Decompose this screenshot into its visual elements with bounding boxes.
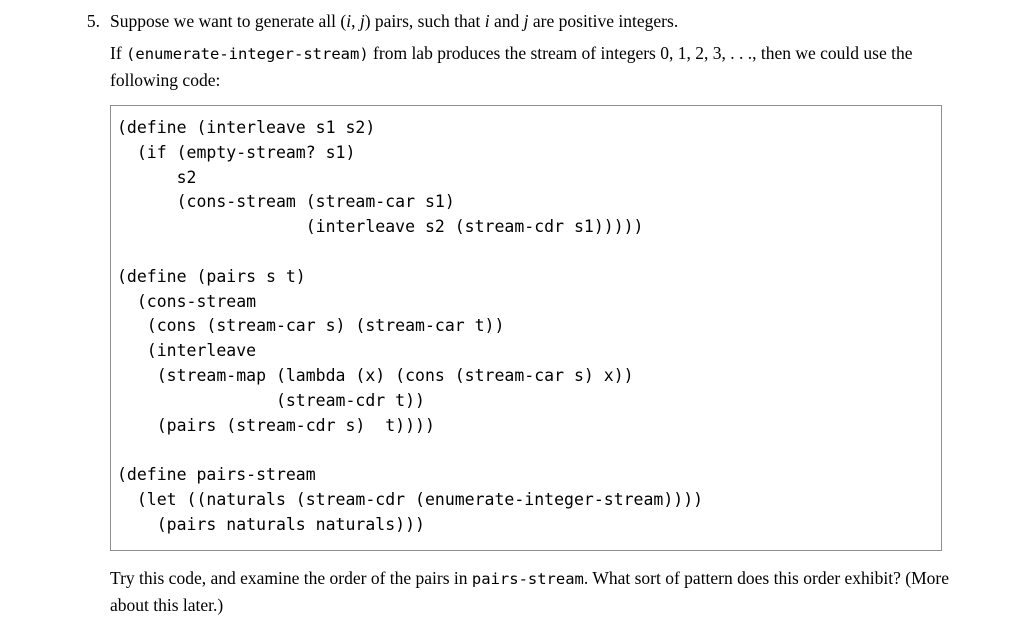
line2-middle: from lab produces the stream of integers	[368, 43, 661, 63]
problem-number: 5.	[86, 11, 100, 31]
enumerate-integer-stream-code: (enumerate-integer-stream)	[126, 45, 369, 63]
problem-trailing-paragraph: Try this code, and examine the order of …	[110, 565, 962, 618]
problem-5: 5. Suppose we want to generate all (i, j…	[72, 8, 962, 635]
problem-second-paragraph: If (enumerate-integer-stream) from lab p…	[110, 40, 962, 93]
problem-body: Suppose we want to generate all (i, j) p…	[110, 8, 962, 635]
scheme-code-listing: (define (interleave s1 s2) (if (empty-st…	[117, 118, 704, 534]
intro-text-middle: pairs, such that	[370, 11, 485, 31]
problem-row: 5. Suppose we want to generate all (i, j…	[72, 8, 962, 635]
intro-text-and: and	[489, 11, 524, 31]
intro-text-after: are positive integers.	[528, 11, 679, 31]
line2-before: If	[110, 43, 127, 63]
document-page: 5. Suppose we want to generate all (i, j…	[87, 11, 949, 615]
code-block-container: (define (interleave s1 s2) (if (empty-st…	[110, 105, 942, 551]
trailing-before: Try this code, and examine the order of …	[110, 567, 472, 588]
pairs-stream-code: pairs-stream	[471, 569, 584, 588]
line2-numbers: 0, 1, 2, 3, . . .	[660, 43, 753, 63]
intro-pair-notation: (i, j)	[340, 11, 371, 31]
intro-var-i: i	[484, 11, 490, 31]
intro-var-j: j	[523, 11, 529, 31]
problem-intro-paragraph: Suppose we want to generate all (i, j) p…	[110, 8, 962, 34]
intro-text-before: Suppose we want to generate all	[110, 11, 341, 31]
line2-after: , then we could use the following code:	[110, 43, 913, 90]
